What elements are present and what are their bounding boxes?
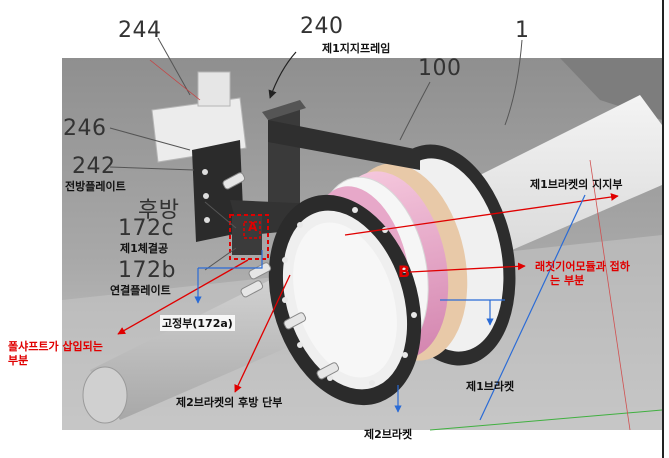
label-1: 1 (515, 18, 530, 43)
arrow-pole-shaft (117, 259, 249, 335)
right-border (662, 0, 664, 458)
leader-100 (399, 81, 431, 141)
label-rear: 후방 (138, 198, 180, 223)
label-240-name: 제1지지프레임 (322, 42, 391, 55)
region-a-inner-box (243, 221, 261, 239)
label-172c-name: 제1체결공 (120, 242, 169, 255)
leader-244 (157, 37, 191, 96)
label-pole-shaft-1: 폴샤프트가 삽입되는 (8, 340, 103, 353)
leader-240-arrow (268, 51, 297, 99)
leader-1 (504, 39, 523, 126)
region-a-box (229, 214, 269, 260)
label-244: 244 (118, 18, 162, 43)
front-plate-hole-1 (202, 169, 208, 175)
label-100: 100 (418, 56, 462, 81)
diag-red-thin-2 (589, 159, 631, 431)
support-frame-arm (268, 120, 420, 170)
label-172b: 172b (118, 258, 176, 283)
second-bracket-bore (293, 222, 397, 378)
label-246: 246 (63, 116, 107, 141)
leader-246 (109, 127, 191, 151)
arrow-second-bracket-rear (234, 274, 291, 393)
label-240: 240 (300, 14, 344, 39)
support-frame-top (262, 100, 306, 120)
label-fixed-part: 고정부(172a) (160, 315, 235, 331)
arrow-first-bracket-support (344, 193, 619, 236)
label-172c: 172c (118, 216, 175, 241)
front-plate-hole-2 (203, 193, 209, 199)
front-plate-hole-3 (204, 217, 210, 223)
line-fixed-part (198, 250, 263, 269)
label-pole-shaft-2: 부분 (8, 354, 29, 367)
arrow-ratchet-contact (409, 262, 526, 273)
label-ratchet-contact-1: 래칫기어모듈과 접하 (535, 260, 630, 273)
tube-end (82, 366, 128, 424)
label-172b-name: 연결플레이트 (110, 284, 171, 297)
diag-blue-line (479, 194, 586, 421)
label-first-bracket-support: 제1브라켓의 지지부 (530, 178, 623, 191)
back-plate-stem (197, 71, 231, 107)
diag-green-line (429, 409, 663, 431)
label-b: B (398, 262, 411, 281)
leader-172c (204, 201, 237, 229)
leader-172b (204, 247, 237, 271)
connecting-plate-172b (232, 215, 262, 255)
diag-red-thin (149, 59, 201, 101)
leader-242 (109, 166, 195, 171)
label-242-name: 전방플레이트 (65, 180, 126, 193)
label-ratchet-contact-2: 는 부분 (550, 274, 585, 287)
label-first-bracket: 제1브라켓 (466, 380, 515, 393)
label-242: 242 (72, 154, 116, 179)
label-second-bracket-rear: 제2브라켓의 후방 단부 (176, 396, 283, 409)
label-second-bracket: 제2브라켓 (364, 428, 413, 441)
label-a: A (248, 220, 258, 234)
